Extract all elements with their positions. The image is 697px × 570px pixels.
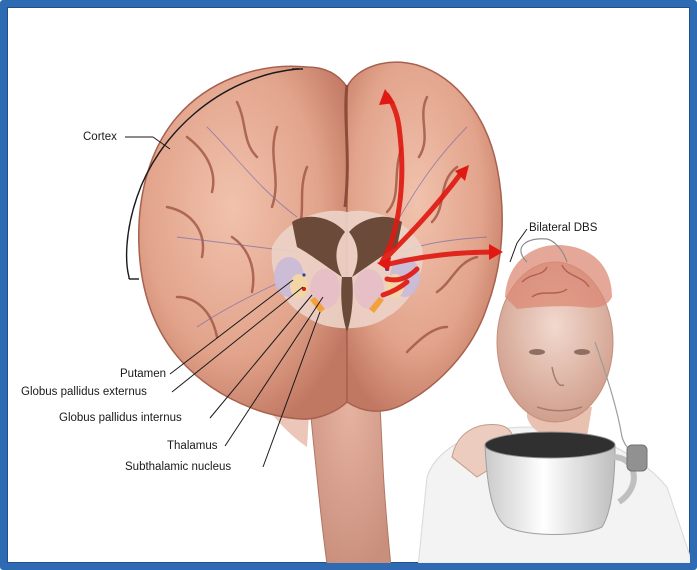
label-cortex: Cortex (83, 131, 117, 144)
label-subthalamic-nucleus: Subthalamic nucleus (125, 461, 231, 474)
label-thalamus: Thalamus (167, 440, 218, 453)
coffee-surface (485, 432, 615, 458)
label-bilateral-dbs: Bilateral DBS (529, 222, 597, 235)
patient-brain-overlay (505, 245, 612, 309)
brain-illustration (7, 7, 697, 570)
left-globus-pallidus (290, 274, 308, 298)
label-putamen: Putamen (120, 368, 166, 381)
label-globus-pallidus-externus: Globus pallidus externus (21, 386, 147, 399)
label-globus-pallidus-internus: Globus pallidus internus (59, 412, 182, 425)
pulse-generator (627, 445, 647, 471)
